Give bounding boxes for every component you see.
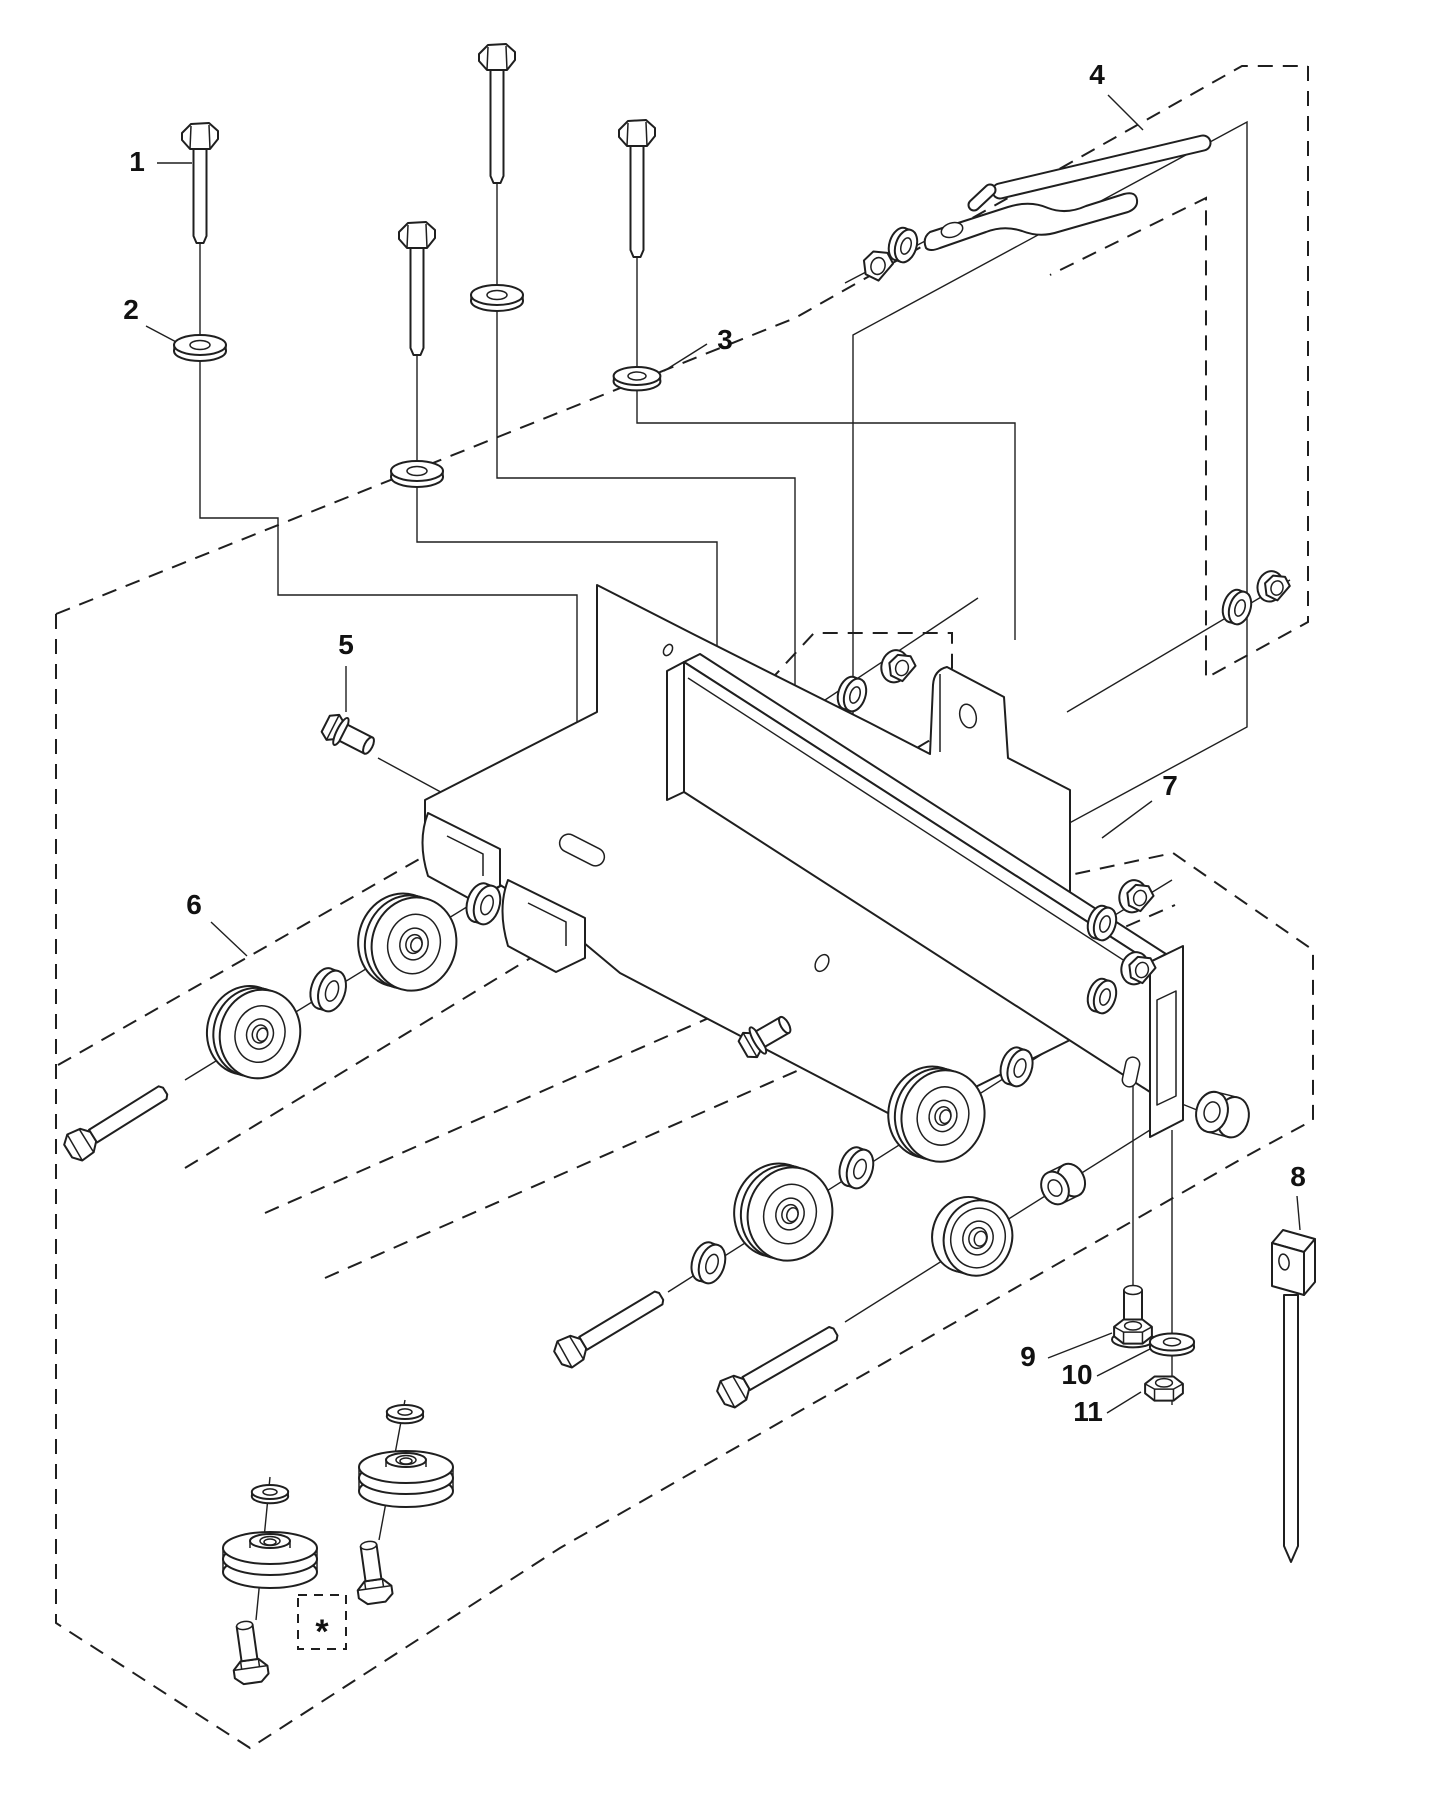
flange-nut-tab-a — [880, 649, 917, 684]
hex-nut-11 — [1144, 1375, 1184, 1402]
washer-right-1 — [1086, 904, 1118, 942]
nut-4 — [862, 250, 895, 282]
plate-slot — [558, 833, 606, 867]
stud-9 — [1123, 1284, 1143, 1323]
pulley-6b — [357, 892, 458, 992]
washer-10 — [1148, 1332, 1196, 1357]
washer-stack2 — [385, 1404, 425, 1425]
bracket-bar — [662, 643, 1184, 1138]
latch-assembly — [923, 134, 1212, 251]
washer-row2b — [838, 1146, 875, 1190]
callout-5-label: 5 — [338, 629, 354, 660]
square-nut-rod — [1271, 1229, 1316, 1563]
washer-2c — [470, 284, 524, 312]
callout-asterisk-label: * — [315, 1613, 329, 1651]
bracket-back-plate — [421, 584, 1071, 1123]
pulley-row2a — [733, 1162, 834, 1262]
bolt-stack2 — [356, 1540, 394, 1606]
roller-row2 — [931, 1195, 1014, 1277]
spacer-bushing — [1195, 1090, 1250, 1139]
hex-bolt-row2a — [553, 1290, 665, 1369]
callout-6-label: 6 — [186, 889, 202, 920]
asterisk-box — [297, 1594, 347, 1650]
bar-slot — [1121, 1056, 1141, 1088]
washer-row2a — [690, 1241, 727, 1285]
hex-bolt-1 — [181, 122, 219, 244]
tab-hole — [958, 703, 978, 729]
washer-2b — [390, 460, 444, 488]
washer-row2c — [999, 1046, 1034, 1088]
callout-4-label: 4 — [1089, 59, 1105, 90]
callout-10-label: 10 — [1061, 1359, 1092, 1390]
callout-2-label: 2 — [123, 294, 139, 325]
callout-8-label: 8 — [1290, 1161, 1306, 1192]
washer-tab-a — [836, 675, 868, 713]
washer-tab-b — [1221, 588, 1253, 626]
pulley-row2b — [887, 1065, 986, 1163]
pulley-6a — [205, 985, 302, 1080]
washer-3 — [612, 366, 662, 392]
callout-9-label: 9 — [1020, 1341, 1036, 1372]
washer-right-2 — [1086, 977, 1118, 1015]
callout-labels: 1 2 3 4 5 6 7 8 9 10 11 * — [123, 59, 1306, 1651]
latch-plate — [923, 192, 1139, 251]
bolt-stack1 — [232, 1620, 270, 1686]
pulley-stack1 — [222, 1531, 318, 1589]
hardware-parts — [63, 43, 1291, 1686]
latch-pin — [969, 185, 995, 210]
bar-hole — [814, 953, 830, 973]
callout-7-label: 7 — [1162, 770, 1178, 801]
callout-3-label: 3 — [717, 324, 733, 355]
hook-clamp-lower — [501, 879, 586, 973]
callout-leaders — [145, 94, 1301, 1414]
hex-bolt-6 — [63, 1085, 169, 1162]
callout-11-label: 11 — [1073, 1396, 1103, 1427]
washer-6b — [465, 882, 502, 926]
callout-1-label: 1 — [129, 146, 145, 177]
hex-bolt-row2b — [716, 1326, 839, 1409]
flange-nut-tab-b — [1256, 570, 1291, 603]
flange-bolt-mid — [737, 1015, 792, 1059]
pulley-stack2 — [358, 1450, 454, 1508]
flange-nut-9 — [1111, 1318, 1155, 1349]
hex-bolt-1d — [618, 119, 656, 258]
washer-2 — [173, 334, 227, 362]
hex-bolt-1c — [478, 43, 516, 184]
rod — [1283, 1294, 1299, 1563]
latch-rod — [993, 136, 1210, 198]
spacer-row2 — [1040, 1162, 1087, 1206]
washer-4 — [887, 226, 919, 264]
hex-bolt-1b — [398, 221, 436, 356]
flange-bolt-5 — [320, 713, 375, 755]
washer-6a — [309, 967, 347, 1013]
flange-nut-right-1 — [1118, 879, 1155, 914]
washer-stack1 — [250, 1484, 290, 1505]
flange-nut-right-2 — [1120, 951, 1157, 986]
